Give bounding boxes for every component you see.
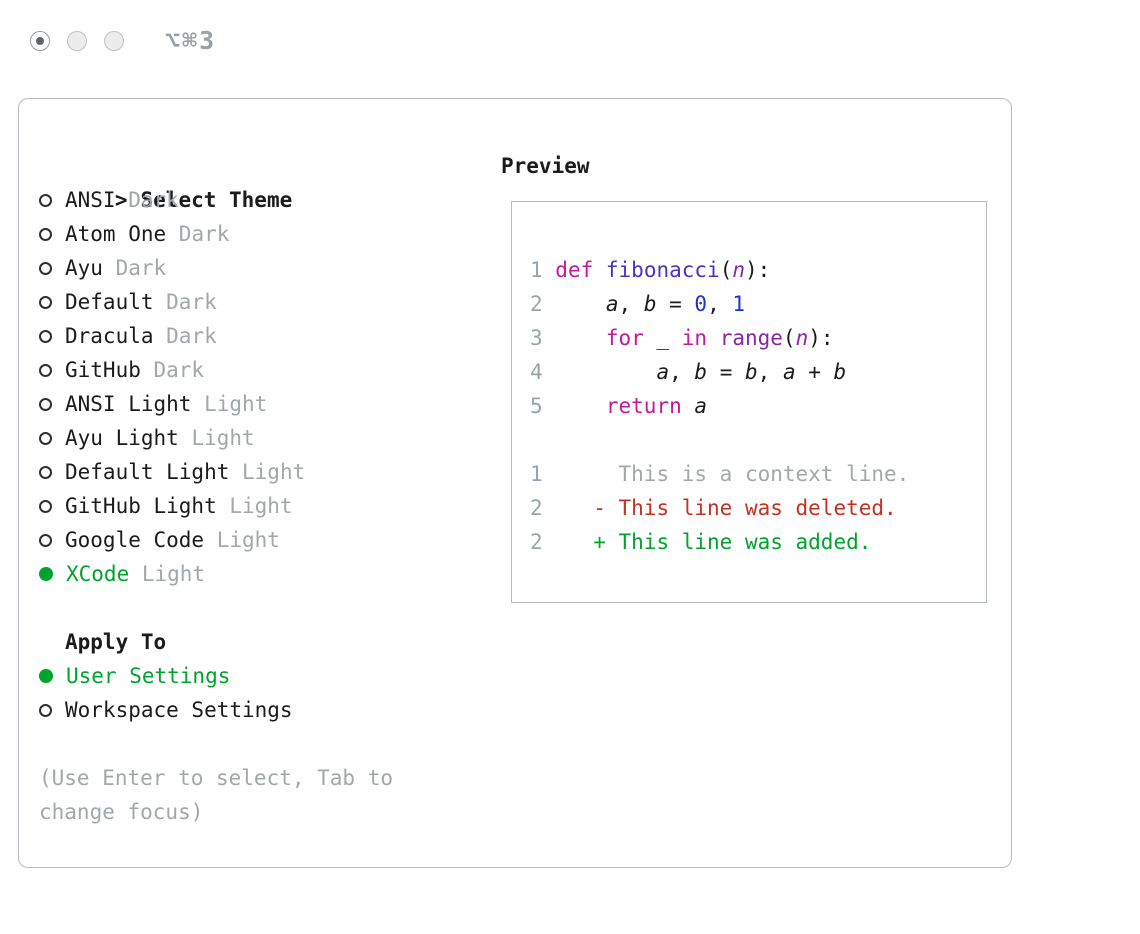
line-number: 5 (530, 394, 556, 418)
radio-unselected-icon (39, 465, 52, 479)
theme-option-github[interactable]: GitHub Dark (39, 353, 393, 387)
radio-unselected-icon (39, 227, 52, 241)
theme-option-xcode[interactable]: XCode Light (39, 557, 393, 591)
apply-option-workspace-settings[interactable]: Workspace Settings (39, 693, 393, 727)
help-line: change focus) (39, 800, 204, 824)
theme-variant: Light (229, 460, 306, 484)
theme-variant: Dark (140, 358, 205, 382)
diff-preview: 1 This is a context line.2 - This line w… (530, 457, 986, 559)
spacer (39, 727, 393, 761)
select-theme-title-text: Select Theme (140, 188, 293, 212)
select-theme-title: > Select Theme (39, 149, 393, 212)
theme-name: ANSI Light (65, 392, 192, 416)
theme-option-ansi-light[interactable]: ANSI Light Light (39, 387, 393, 421)
theme-variant: Light (178, 426, 255, 450)
apply-option-name: User Settings (66, 664, 231, 688)
theme-variant: Dark (153, 324, 217, 348)
line-number: 2 (530, 292, 556, 316)
code-line: 1 def fibonacci(n): (530, 258, 771, 282)
preview-title: Preview (501, 154, 590, 178)
code-line: 2 a, b = 0, 1 (530, 292, 746, 316)
line-number: 4 (530, 360, 556, 384)
theme-name: Dracula (65, 324, 154, 348)
window-button-zoom[interactable] (104, 30, 124, 51)
radio-selected-icon (39, 567, 53, 581)
theme-option-ayu[interactable]: Ayu Dark (39, 251, 393, 285)
radio-unselected-icon (39, 193, 52, 207)
theme-option-ansi[interactable]: ANSI Dark (39, 183, 393, 217)
theme-option-atom-one[interactable]: Atom One Dark (39, 217, 393, 251)
apply-to-title: Apply To (65, 630, 167, 654)
theme-name: GitHub Light (65, 494, 217, 518)
theme-variant: Light (216, 494, 293, 518)
radio-unselected-icon (39, 499, 52, 513)
radio-unselected-icon (39, 431, 52, 445)
diff-text: + This line was added. (542, 530, 872, 554)
theme-option-default-light[interactable]: Default Light Light (39, 455, 393, 489)
theme-option-default[interactable]: Default Dark (39, 285, 393, 319)
diff-text: This is a context line. (542, 462, 910, 486)
line-number: 1 (530, 462, 543, 486)
line-number: 1 (530, 258, 556, 282)
diff-text: - This line was deleted. (542, 496, 897, 520)
window-button-close[interactable] (30, 30, 50, 51)
theme-name: Default Light (65, 460, 230, 484)
line-number: 2 (530, 530, 543, 554)
apply-option-name: Workspace Settings (65, 698, 293, 722)
theme-name: Google Code (65, 528, 205, 552)
radio-unselected-icon (39, 397, 52, 411)
theme-name: XCode (66, 562, 130, 586)
code-line: 3 for _ in range(n): (530, 326, 834, 350)
radio-unselected-icon (39, 703, 52, 717)
theme-name: Ayu Light (65, 426, 179, 450)
theme-option-github-light[interactable]: GitHub Light Light (39, 489, 393, 523)
theme-variant: Dark (102, 256, 167, 280)
theme-name: Default (65, 290, 154, 314)
theme-option-ayu-light[interactable]: Ayu Light Light (39, 421, 393, 455)
diff-line-context: 1 This is a context line. (530, 457, 986, 491)
diff-line-added: 2 + This line was added. (530, 525, 986, 559)
help-line: (Use Enter to select, Tab to (39, 766, 394, 790)
theme-variant: Dark (166, 222, 230, 246)
cursor-icon: > (114, 188, 128, 212)
radio-selected-icon (39, 669, 53, 683)
preview-column: Preview 1 def fibonacci(n): 2 a, b = 0, 1… (501, 149, 987, 603)
line-number: 2 (530, 496, 543, 520)
line-number: 3 (530, 326, 556, 350)
theme-name: Ayu (65, 256, 103, 280)
window-button-minimize[interactable] (67, 30, 87, 51)
radio-unselected-icon (39, 329, 52, 343)
code-line: 4 a, b = b, a + b (530, 360, 847, 384)
code-preview: 1 def fibonacci(n): 2 a, b = 0, 1 3 for _ … (530, 253, 986, 423)
theme-option-dracula[interactable]: Dracula Dark (39, 319, 393, 353)
preview-box: 1 def fibonacci(n): 2 a, b = 0, 1 3 for _ … (511, 201, 987, 603)
radio-unselected-icon (39, 295, 52, 309)
spacer (39, 591, 393, 625)
radio-unselected-icon (39, 533, 52, 547)
diff-line-deleted: 2 - This line was deleted. (530, 491, 986, 525)
blank-line (530, 423, 986, 457)
apply-option-user-settings[interactable]: User Settings (39, 659, 393, 693)
theme-variant: Dark (153, 290, 217, 314)
theme-variant: Light (204, 528, 280, 552)
radio-unselected-icon (39, 363, 52, 377)
keyboard-shortcut-label: ⌥⌘3 (165, 26, 217, 55)
theme-name: GitHub (65, 358, 141, 382)
help-text: (Use Enter to select, Tab to change focus… (39, 761, 393, 829)
theme-variant: Dark (115, 188, 179, 212)
theme-variant: Light (129, 562, 206, 586)
window-chrome: ⌥⌘3 (30, 26, 216, 55)
radio-unselected-icon (39, 261, 52, 275)
code-line: 5 return a (530, 394, 708, 418)
theme-name: ANSI (65, 188, 116, 212)
theme-name: Atom One (65, 222, 167, 246)
theme-option-google-code[interactable]: Google Code Light (39, 523, 393, 557)
theme-variant: Light (191, 392, 268, 416)
window-button-dot-icon (36, 36, 44, 45)
